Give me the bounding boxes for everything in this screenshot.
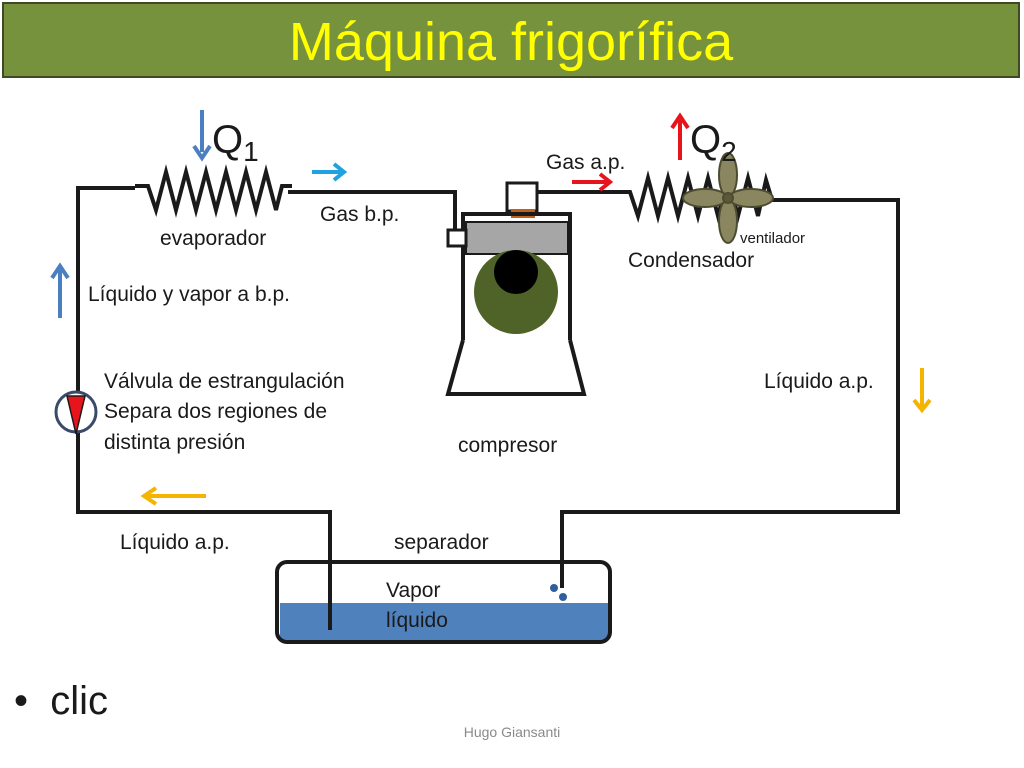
bullet-glyph: • [14,679,29,723]
vapor-label: Vapor [386,579,441,602]
arrow-right-down [912,368,932,414]
compressor-cylinder [461,212,572,340]
evaporator-coil [135,164,292,218]
arrow-q1-down [192,110,212,162]
gas-bp-label: Gas b.p. [320,203,400,226]
compresor-label: compresor [458,434,558,457]
evaporador-label: evaporador [160,227,267,250]
liquido-ap-bottom-label: Líquido a.p. [120,531,230,554]
arrow-gas-bp [312,162,348,182]
bubble [550,584,558,592]
liquido-ap-right-label: Líquido a.p. [764,370,874,393]
compressor-inlet [446,228,468,248]
gas-ap-label: Gas a.p. [546,151,626,174]
compressor-base [445,339,587,396]
condensador-label: Condensador [628,249,755,272]
arrow-left-up [50,262,70,318]
bubble [559,593,567,601]
discharge-pipe [528,190,625,206]
suction-pipe [288,190,457,232]
left-pipe [76,186,332,630]
tank-outline [275,560,612,644]
ventilador-label: ventilador [740,230,806,247]
liquido-label: líquido [386,609,448,632]
arrow-gas-ap [572,172,614,192]
valvula-label-line3: distinta presión [104,431,246,454]
q2-label: Q2 [690,118,737,167]
right-pipe [560,198,900,588]
title-bar: Máquina frigorífica [2,2,1020,78]
q1-label: Q1 [212,118,259,167]
arrow-q2-up [670,112,690,160]
separator-tank [275,560,612,644]
liquid-fill [280,603,608,641]
bullet-clic: clic [50,679,109,723]
compressor [445,181,587,396]
arrow-bottom-left [140,486,206,506]
compressor-crank [494,250,538,294]
fan-icon [682,152,774,244]
compressor-piston [465,221,569,255]
bullet-item[interactable]: • clic [14,676,108,726]
throttling-valve-icon [54,390,98,435]
liquido-vapor-bp-label: Líquido y vapor a b.p. [88,283,290,306]
valvula-label-line1: Válvula de estrangulación [104,370,345,393]
separador-label: separador [394,531,489,554]
compressor-piston-top [505,181,539,213]
slide-title: Máquina frigorífica [288,12,734,72]
valvula-label-line2: Separa dos regiones de [104,400,327,423]
footer-author: Hugo Giansanti [463,724,561,740]
